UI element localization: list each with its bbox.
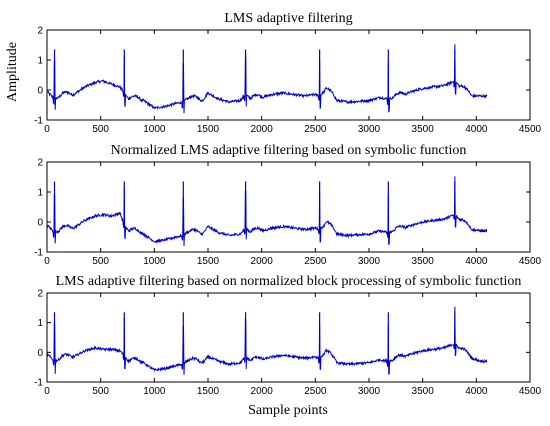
subplot-title: LMS adaptive filtering <box>224 11 352 26</box>
x-tick-label: 3500 <box>412 124 435 135</box>
x-tick-label: 2000 <box>251 386 274 397</box>
x-tick-label: 4000 <box>465 386 488 397</box>
x-tick-label: 4500 <box>519 256 542 267</box>
x-tick-label: 4000 <box>465 256 488 267</box>
x-tick-label: 4500 <box>519 386 542 397</box>
axes-frame <box>46 161 531 253</box>
subplot-title: Normalized LMS adaptive filtering based … <box>111 143 467 158</box>
signal-line <box>46 44 488 114</box>
x-tick-label: 2500 <box>304 124 327 135</box>
x-axis-label: Sample points <box>248 403 328 418</box>
x-tick-label: 4000 <box>465 124 488 135</box>
x-tick-label: 0 <box>44 124 50 135</box>
x-tick-label: 1000 <box>143 256 166 267</box>
y-tick-label: 2 <box>37 158 43 169</box>
axes-frame <box>46 29 531 121</box>
x-tick-label: 1500 <box>197 386 220 397</box>
x-tick-label: 2500 <box>304 386 327 397</box>
y-tick-label: 0 <box>37 218 43 229</box>
y-tick-label: -1 <box>34 248 43 259</box>
y-axis-label: Amplitude <box>5 42 20 102</box>
x-tick-label: 500 <box>92 386 109 397</box>
x-tick-label: 0 <box>44 386 50 397</box>
x-tick-label: 2000 <box>251 124 274 135</box>
y-tick-label: 1 <box>37 56 43 67</box>
x-tick-label: 3500 <box>412 256 435 267</box>
x-tick-label: 1500 <box>197 124 220 135</box>
x-tick-label: 2500 <box>304 256 327 267</box>
x-tick-label: 3000 <box>358 256 381 267</box>
y-tick-label: -1 <box>34 378 43 389</box>
subplot-title: LMS adaptive filtering based on normaliz… <box>56 274 522 289</box>
x-tick-label: 2000 <box>251 256 274 267</box>
axes-frame <box>46 292 531 383</box>
subplot-1: LMS adaptive filtering 0 500 1000 1500 2000 25… <box>34 11 541 135</box>
x-tick-label: 0 <box>44 256 50 267</box>
x-tick-label: 1000 <box>143 124 166 135</box>
y-tick-label: 0 <box>37 86 43 97</box>
subplot-3: LMS adaptive filtering based on normaliz… <box>34 274 541 397</box>
x-tick-label: 3000 <box>358 124 381 135</box>
x-tick-label: 4500 <box>519 124 542 135</box>
subplot-2: Normalized LMS adaptive filtering based … <box>34 143 541 267</box>
y-tick-label: 2 <box>37 26 43 37</box>
x-tick-label: 1000 <box>143 386 166 397</box>
x-tick-label: 1500 <box>197 256 220 267</box>
y-tick-label: -1 <box>34 116 43 127</box>
signal-line <box>46 306 488 375</box>
x-tick-label: 500 <box>92 124 109 135</box>
y-tick-label: 1 <box>37 318 43 329</box>
y-tick-label: 1 <box>37 188 43 199</box>
y-tick-label: 2 <box>37 289 43 300</box>
x-tick-label: 3000 <box>358 386 381 397</box>
signal-line <box>46 176 488 247</box>
y-tick-label: 0 <box>37 348 43 359</box>
x-tick-label: 3500 <box>412 386 435 397</box>
x-tick-label: 500 <box>92 256 109 267</box>
